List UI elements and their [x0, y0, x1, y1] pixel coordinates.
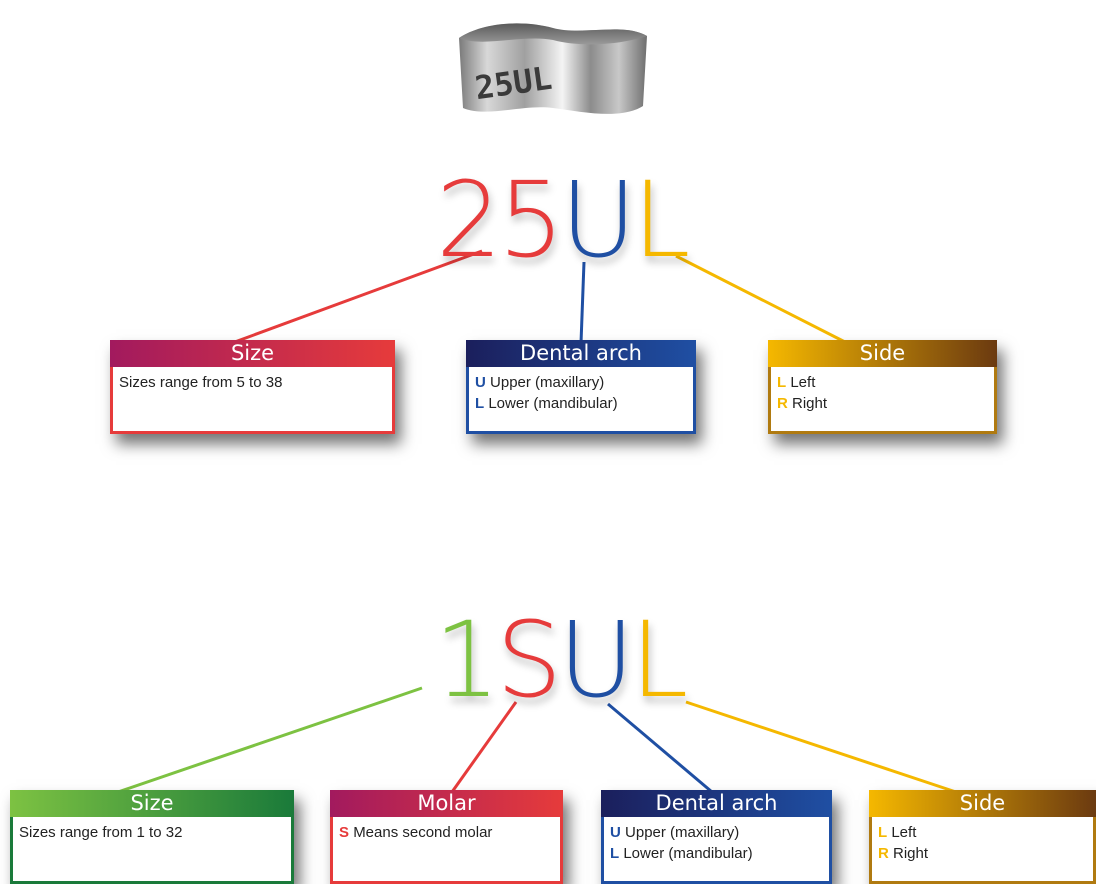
- card-top-dental-arch: Dental arch U Upper (maxillary) L Lower …: [466, 340, 696, 434]
- code-bottom-segment: U: [558, 599, 634, 721]
- card-title: Size: [110, 340, 395, 367]
- band-code-top: 25UL: [436, 159, 690, 281]
- code-top-segment: U: [560, 159, 636, 281]
- card-title: Dental arch: [466, 340, 696, 367]
- card-top-side: Side L Left R Right: [768, 340, 997, 434]
- band-code-bottom: 1SUL: [434, 599, 688, 721]
- card-title: Side: [768, 340, 997, 367]
- card-line: L Lower (mandibular): [610, 845, 753, 862]
- card-line: U Upper (maxillary): [610, 824, 740, 841]
- code-bottom-segment: 1: [434, 599, 500, 721]
- connector-bottom-size: [117, 686, 423, 794]
- card-title: Side: [869, 790, 1096, 817]
- card-title: Size: [10, 790, 294, 817]
- orthodontic-band-image: 25UL: [459, 23, 647, 114]
- card-bottom-side: Side L Left R Right: [869, 790, 1096, 884]
- card-bottom-molar: Molar S Means second molar: [330, 790, 563, 884]
- code-bottom-segment: S: [496, 599, 562, 721]
- connector-bottom-arch: [607, 702, 713, 794]
- card-line: U Upper (maxillary): [475, 374, 605, 391]
- card-title: Molar: [330, 790, 563, 817]
- code-top-segment: 25: [436, 159, 564, 281]
- card-line: Sizes range from 5 to 38: [119, 374, 283, 391]
- card-line: S Means second molar: [339, 824, 493, 841]
- card-title: Dental arch: [601, 790, 832, 817]
- connector-bottom-side: [685, 700, 957, 794]
- connector-bottom-molar: [450, 701, 518, 793]
- connector-top-arch: [579, 261, 586, 344]
- card-line: R Right: [878, 845, 929, 862]
- card-line: Sizes range from 1 to 32: [19, 824, 183, 841]
- code-bottom-segment: L: [630, 599, 688, 721]
- card-bottom-size: Size Sizes range from 1 to 32: [10, 790, 294, 884]
- card-line: L Left: [878, 824, 917, 841]
- card-line: L Left: [777, 374, 816, 391]
- code-top-segment: L: [632, 159, 690, 281]
- card-line: R Right: [777, 395, 828, 412]
- card-top-size: Size Sizes range from 5 to 38: [110, 340, 395, 434]
- card-line: L Lower (mandibular): [475, 395, 618, 412]
- connector-top-side: [675, 254, 848, 345]
- card-bottom-dental-arch: Dental arch U Upper (maxillary) L Lower …: [601, 790, 832, 884]
- connector-top-size: [231, 249, 483, 345]
